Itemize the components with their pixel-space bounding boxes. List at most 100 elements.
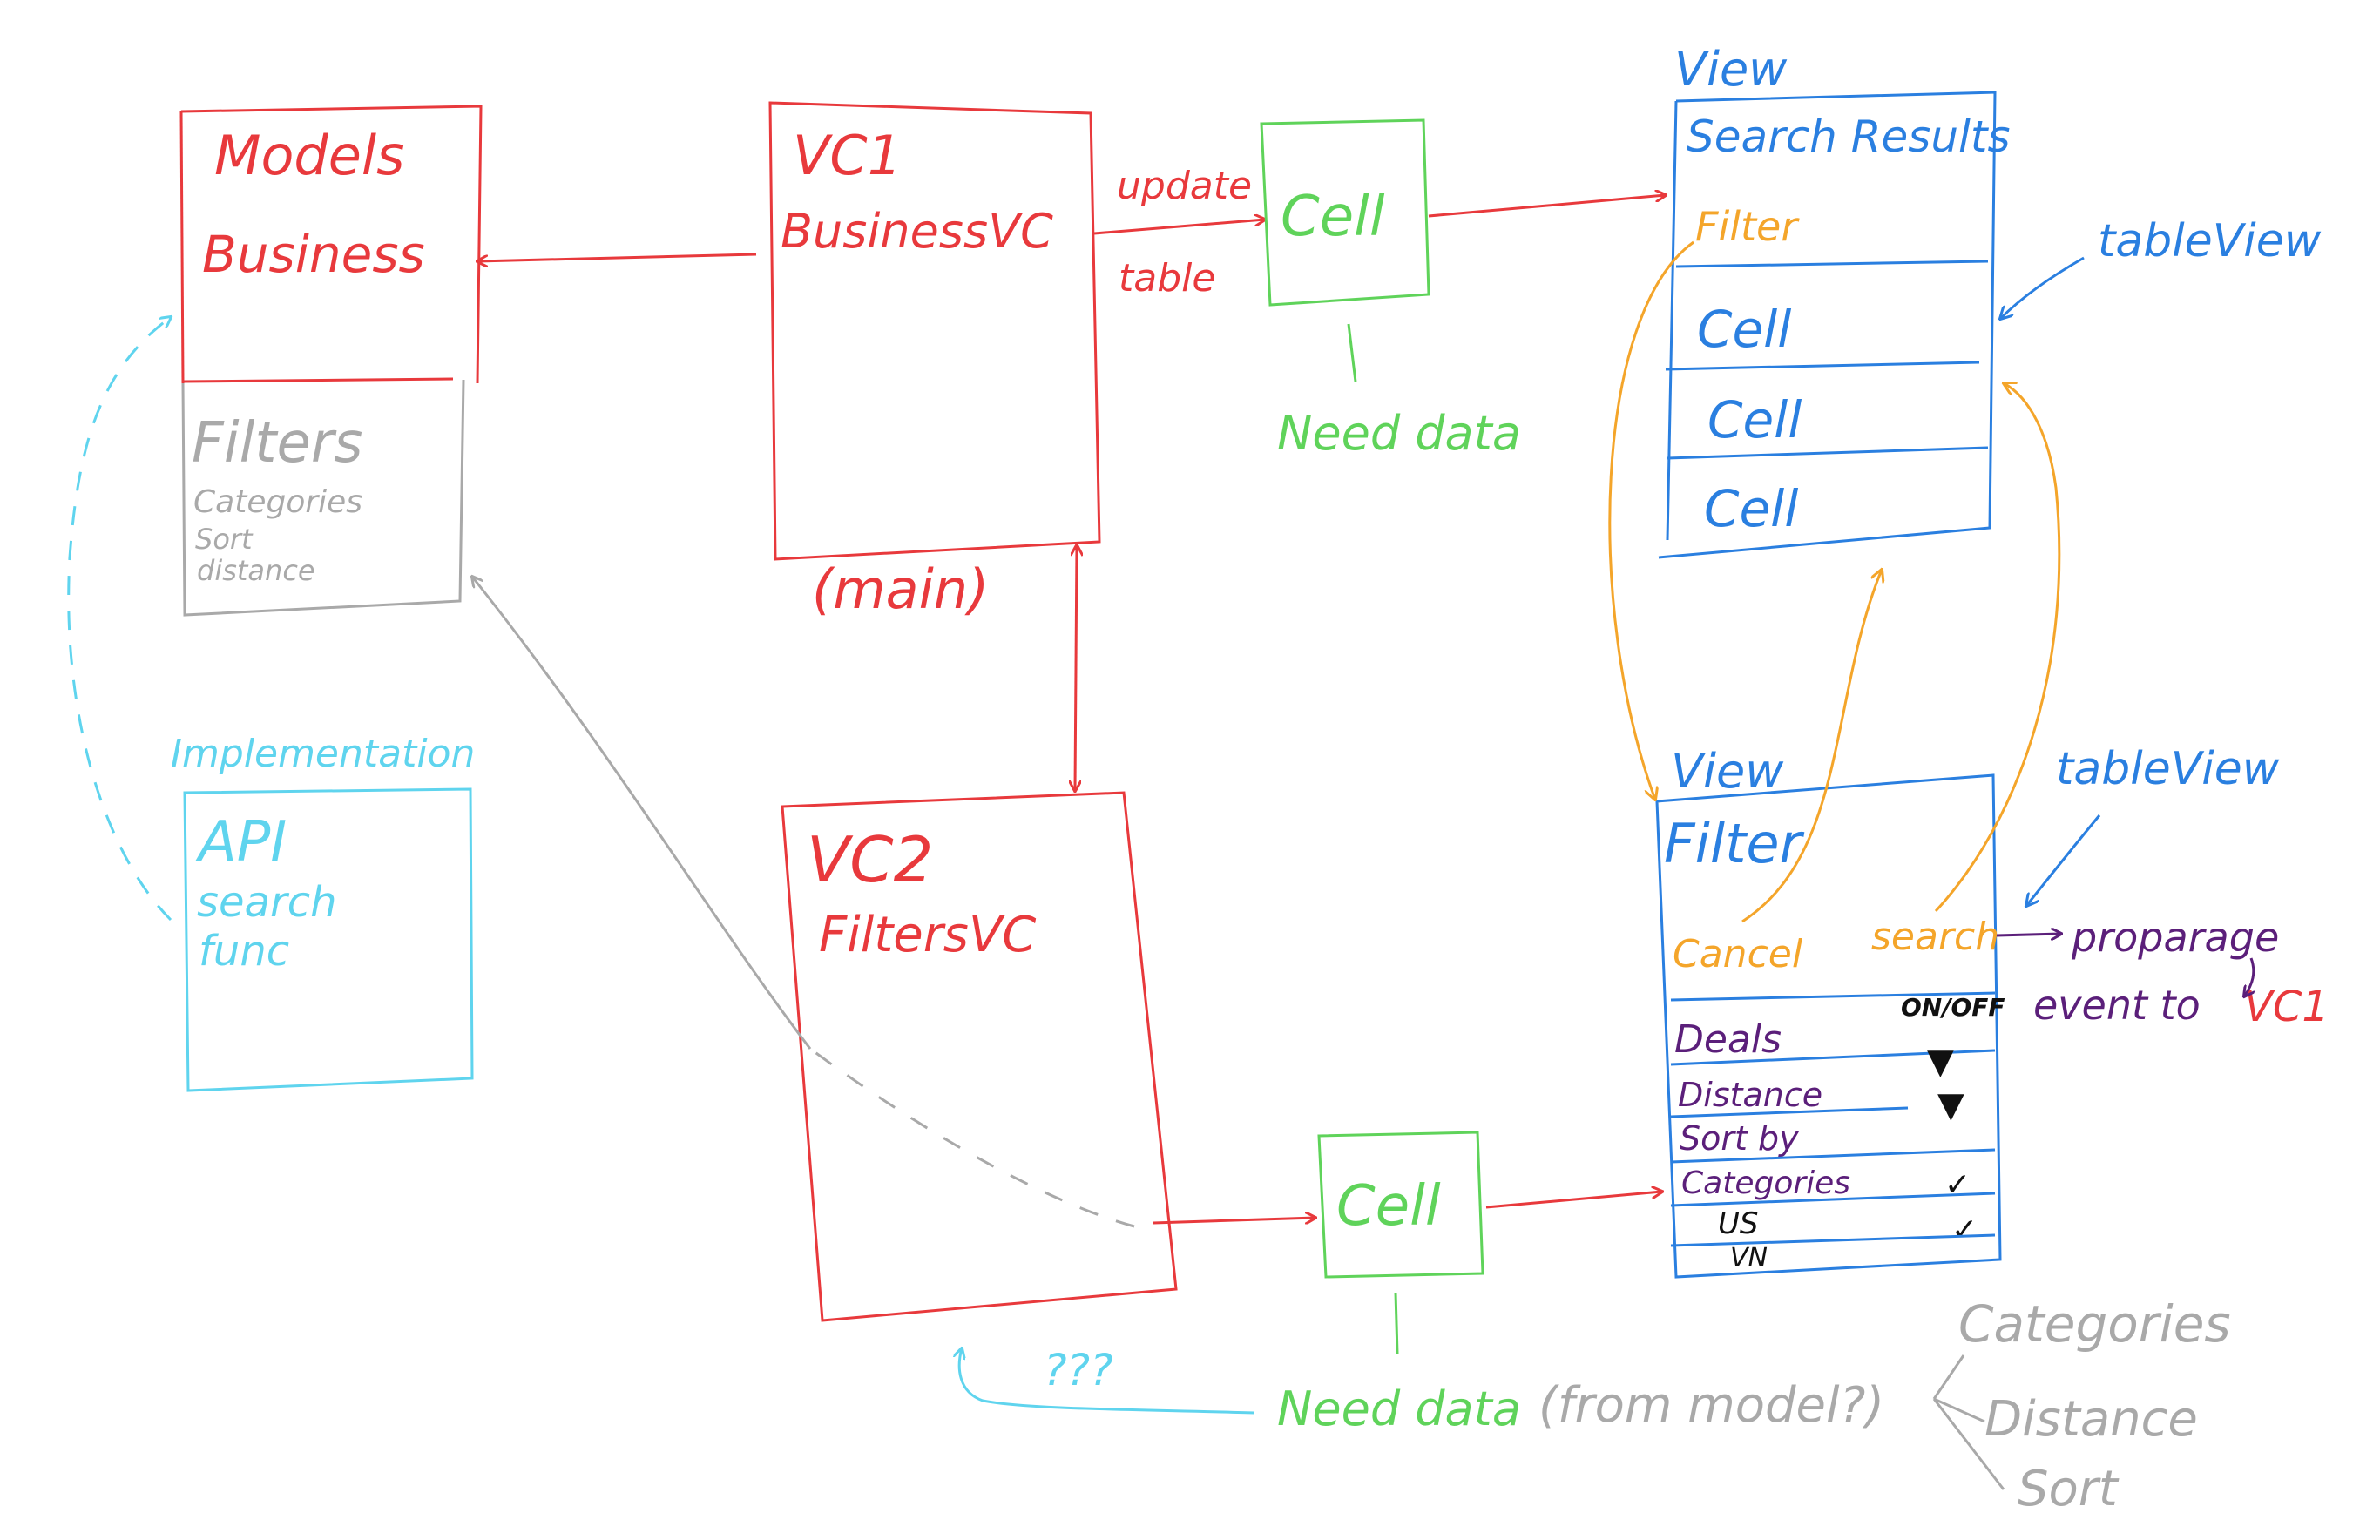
models-border — [180, 105, 483, 384]
search-view-border-left — [1666, 100, 1678, 541]
vc2-to-cell-arrow — [1153, 1218, 1315, 1225]
event-to-label: event to — [2033, 982, 2201, 1029]
distance-label: distance — [197, 554, 315, 587]
from-model-label: (from model?) — [1538, 1377, 1884, 1434]
vc2-title: VC2 — [807, 823, 933, 896]
branch-line-sort — [1932, 1398, 2005, 1490]
distance-dropdown-icon[interactable]: ▼ — [1937, 1085, 1964, 1125]
vc1-ref-label: VC1 — [2244, 983, 2329, 1031]
sort-label: Sort — [195, 523, 254, 556]
sort-by-label: Sort by — [1680, 1119, 1799, 1158]
cancel-to-search-view-arrow — [1741, 570, 1882, 923]
search-results-title: Search Results — [1687, 111, 2011, 162]
branch-line-distance — [1933, 1397, 1985, 1423]
filter-tableview-arrow — [2026, 814, 2101, 906]
vc1-border — [768, 101, 1101, 561]
cell-to-filter-view-arrow — [1485, 1192, 1662, 1209]
implementation-box: Implementation API search func — [171, 732, 475, 1092]
top-cell-border — [1260, 118, 1430, 307]
vc1-to-cell-arrow — [1093, 220, 1265, 235]
vc1-box: VC1 BusinessVC (main) update table — [768, 101, 1252, 621]
us-check-icon[interactable]: ✓ — [1951, 1212, 1978, 1248]
filter-row-divider-4 — [1670, 1148, 1996, 1164]
search-button[interactable]: search — [1871, 915, 1999, 959]
bottom-cell-border — [1317, 1131, 1484, 1279]
propagate-label: proparage — [2071, 914, 2279, 961]
vc1-main-label: (main) — [812, 557, 989, 621]
models-box: Models Business Filters Categories Sort … — [179, 105, 483, 617]
search-view-border — [1658, 91, 1997, 559]
vc2-name: FiltersVC — [819, 907, 1036, 963]
deals-label: Deals — [1674, 1017, 1782, 1062]
vc2-border — [781, 791, 1178, 1322]
deals-dropdown-icon[interactable]: ▼ — [1927, 1042, 1954, 1082]
func-label: func — [199, 927, 289, 976]
vc2-to-filters-arrow — [472, 577, 812, 1050]
vc2-box: VC2 FiltersVC — [781, 791, 1178, 1322]
branch-sort: Sort — [2018, 1461, 2120, 1517]
cancel-button[interactable]: Cancel — [1673, 932, 1803, 976]
categories-label: Categories — [193, 484, 362, 520]
vc1-title: VC1 — [793, 124, 902, 187]
distance-row-label: Distance — [1678, 1076, 1822, 1114]
branch-line-categories — [1932, 1354, 1965, 1400]
filter-view-border — [1655, 773, 2002, 1279]
search-tableview-arrow — [2000, 256, 2085, 319]
search-to-propagate-arrow — [1996, 934, 2061, 935]
table-label: table — [1119, 256, 1215, 301]
vc1-vc2-arrow — [1075, 545, 1077, 791]
model-branches: Categories Distance Sort — [1932, 1294, 2231, 1517]
bottom-cell-label: Cell — [1336, 1174, 1441, 1239]
update-label: update — [1117, 164, 1252, 208]
vc1-name: BusinessVC — [781, 204, 1053, 259]
branch-distance: Distance — [1984, 1391, 2198, 1448]
question-arrow — [959, 1348, 1255, 1415]
filter-row-divider-2 — [1670, 1049, 1996, 1066]
search-tableview-label: tableView — [2098, 215, 2322, 267]
bottom-cell-box: Cell Need data (from model?) ??? — [959, 1131, 1884, 1436]
us-label: US — [1718, 1206, 1758, 1241]
filter-view-label: View — [1671, 744, 1784, 799]
search-row-divider-2 — [1665, 361, 1980, 371]
filters-label: Filters — [192, 411, 363, 476]
filter-view-title: Filter — [1664, 812, 1805, 875]
search-label: search — [197, 878, 337, 927]
search-row-divider-3 — [1667, 446, 1989, 460]
search-filter-label: Filter — [1695, 203, 1800, 250]
branch-categories: Categories — [1958, 1294, 2231, 1354]
search-to-search-view-arrow — [1934, 383, 2061, 913]
implementation-border — [183, 787, 474, 1092]
search-view-label: View — [1674, 42, 1788, 97]
vn-label: VN — [1730, 1243, 1768, 1273]
api-label: API — [195, 810, 287, 875]
top-cell-connector — [1347, 323, 1357, 382]
search-cell-1: Cell — [1697, 300, 1791, 359]
top-cell-box: Cell Need data — [1260, 118, 1521, 461]
bottom-cell-connector — [1394, 1292, 1399, 1354]
bottom-cell-need-data: Need data — [1277, 1381, 1521, 1436]
categories-check-icon[interactable]: ✓ — [1944, 1167, 1971, 1203]
vc1-to-models-arrow — [477, 253, 757, 261]
models-title: Models — [214, 124, 404, 187]
top-cell-need-data: Need data — [1277, 406, 1521, 461]
filter-row-divider-5 — [1670, 1192, 1996, 1207]
implementation-title: Implementation — [171, 732, 475, 776]
cell-to-search-view-arrow — [1428, 195, 1666, 218]
search-cell-3: Cell — [1704, 479, 1798, 538]
filter-tableview-label: tableView — [2056, 743, 2280, 795]
search-results-view: View Search Results Filter Cell Cell Cel… — [1658, 42, 2322, 559]
implementation-to-models-arrow — [67, 317, 171, 922]
business-label: Business — [202, 225, 425, 284]
models-divider — [182, 377, 454, 383]
models-border-left — [179, 111, 185, 384]
deals-toggle[interactable]: ON/OFF — [1901, 993, 2005, 1022]
propagate-down-arrow — [2244, 957, 2254, 996]
filter-row-divider-3 — [1670, 1106, 1909, 1118]
question-label: ??? — [1044, 1345, 1113, 1395]
search-cell-2: Cell — [1707, 390, 1802, 449]
categories-row-label: Categories — [1681, 1165, 1850, 1201]
filter-row-divider-1 — [1670, 991, 1996, 1002]
filter-view: View Filter Cancel search Deals ON/OFF ▼… — [1655, 743, 2329, 1279]
filters-border — [181, 379, 465, 617]
